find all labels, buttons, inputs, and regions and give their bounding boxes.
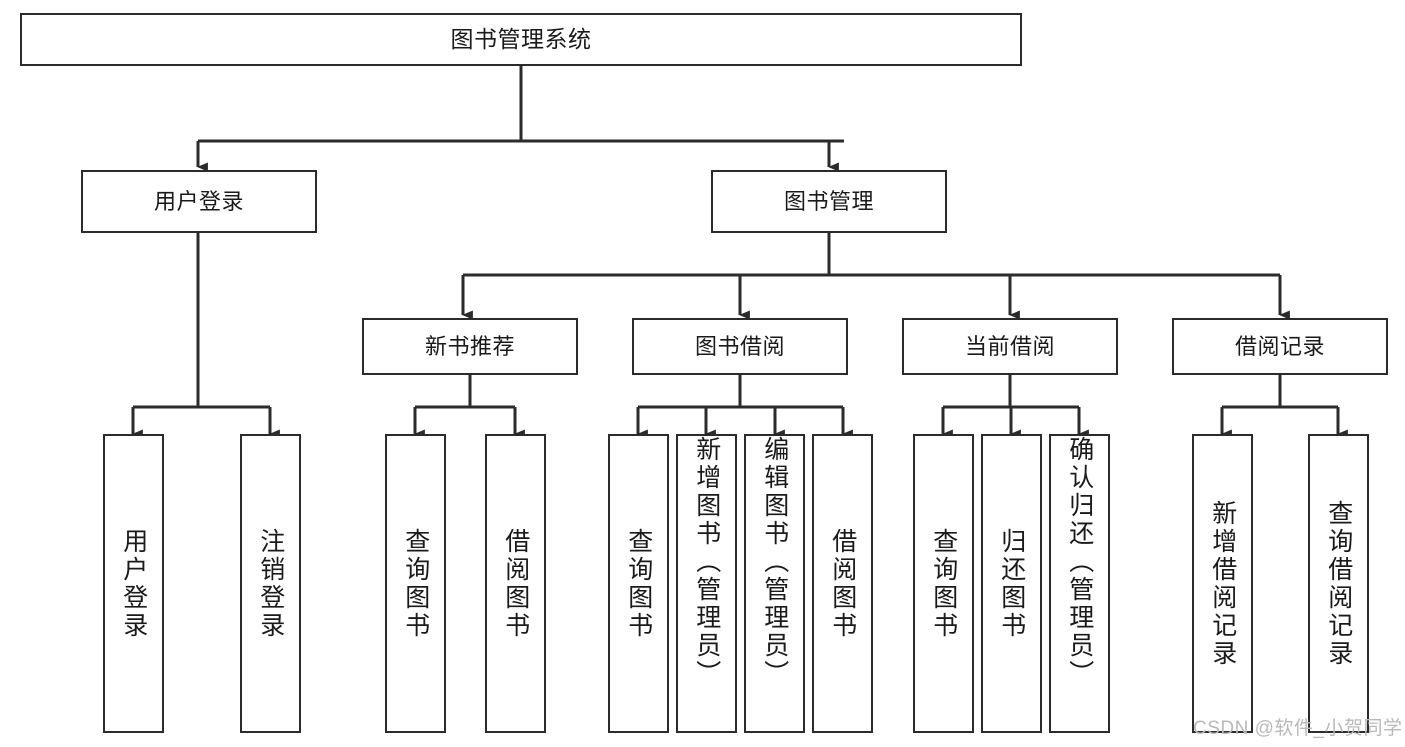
node-borrow-records-label: 借阅记录 bbox=[1234, 333, 1325, 359]
node-book-borrow[interactable]: 图书借阅 bbox=[632, 318, 848, 375]
leaf-edit-book-admin-label: 编辑图书（管理员） bbox=[760, 436, 789, 688]
leaf-query-book-new-label: 查询图书 bbox=[401, 527, 430, 640]
leaf-user-login-label: 用户登录 bbox=[119, 527, 148, 640]
node-new-book-recommend-label: 新书推荐 bbox=[424, 333, 515, 359]
leaf-add-borrow-record[interactable]: 新增借阅记录 bbox=[1192, 434, 1253, 733]
leaf-query-borrow-record-label: 查询借阅记录 bbox=[1324, 499, 1353, 668]
node-new-book-recommend[interactable]: 新书推荐 bbox=[362, 318, 578, 375]
leaf-return-book[interactable]: 归还图书 bbox=[981, 434, 1042, 733]
leaf-query-borrow-record[interactable]: 查询借阅记录 bbox=[1308, 434, 1369, 733]
leaf-borrow-book-label: 借阅图书 bbox=[828, 527, 857, 640]
leaf-add-book-admin-label: 新增图书（管理员） bbox=[692, 436, 721, 688]
leaf-borrow-book[interactable]: 借阅图书 bbox=[812, 434, 873, 733]
leaf-add-book-admin[interactable]: 新增图书（管理员） bbox=[676, 434, 737, 733]
leaf-query-book-new[interactable]: 查询图书 bbox=[385, 434, 446, 733]
node-book-borrow-label: 图书借阅 bbox=[694, 333, 785, 359]
leaf-logout-label: 注销登录 bbox=[256, 527, 285, 640]
node-book-management-label: 图书管理 bbox=[783, 188, 874, 214]
node-current-borrow[interactable]: 当前借阅 bbox=[902, 318, 1118, 375]
leaf-query-book-borrow-label: 查询图书 bbox=[624, 527, 653, 640]
leaf-user-login[interactable]: 用户登录 bbox=[103, 434, 164, 733]
node-user-login-label: 用户登录 bbox=[153, 188, 244, 214]
node-current-borrow-label: 当前借阅 bbox=[964, 333, 1055, 359]
node-book-management[interactable]: 图书管理 bbox=[711, 170, 947, 233]
leaf-confirm-return-admin[interactable]: 确认归还（管理员） bbox=[1049, 434, 1110, 733]
leaf-logout[interactable]: 注销登录 bbox=[240, 434, 301, 733]
node-root[interactable]: 图书管理系统 bbox=[20, 13, 1022, 66]
leaf-confirm-return-admin-label: 确认归还（管理员） bbox=[1065, 436, 1094, 688]
leaf-edit-book-admin[interactable]: 编辑图书（管理员） bbox=[744, 434, 805, 733]
watermark: CSDN @软件_小贺同学 bbox=[1193, 718, 1403, 739]
node-borrow-records[interactable]: 借阅记录 bbox=[1172, 318, 1388, 375]
leaf-query-book-current-label: 查询图书 bbox=[929, 527, 958, 640]
leaf-borrow-book-new-label: 借阅图书 bbox=[501, 527, 530, 640]
node-user-login[interactable]: 用户登录 bbox=[81, 170, 317, 233]
leaf-borrow-book-new[interactable]: 借阅图书 bbox=[485, 434, 546, 733]
leaf-query-book-current[interactable]: 查询图书 bbox=[913, 434, 974, 733]
leaf-return-book-label: 归还图书 bbox=[997, 527, 1026, 640]
leaf-query-book-borrow[interactable]: 查询图书 bbox=[608, 434, 669, 733]
leaf-add-borrow-record-label: 新增借阅记录 bbox=[1208, 499, 1237, 668]
node-root-label: 图书管理系统 bbox=[450, 26, 592, 53]
